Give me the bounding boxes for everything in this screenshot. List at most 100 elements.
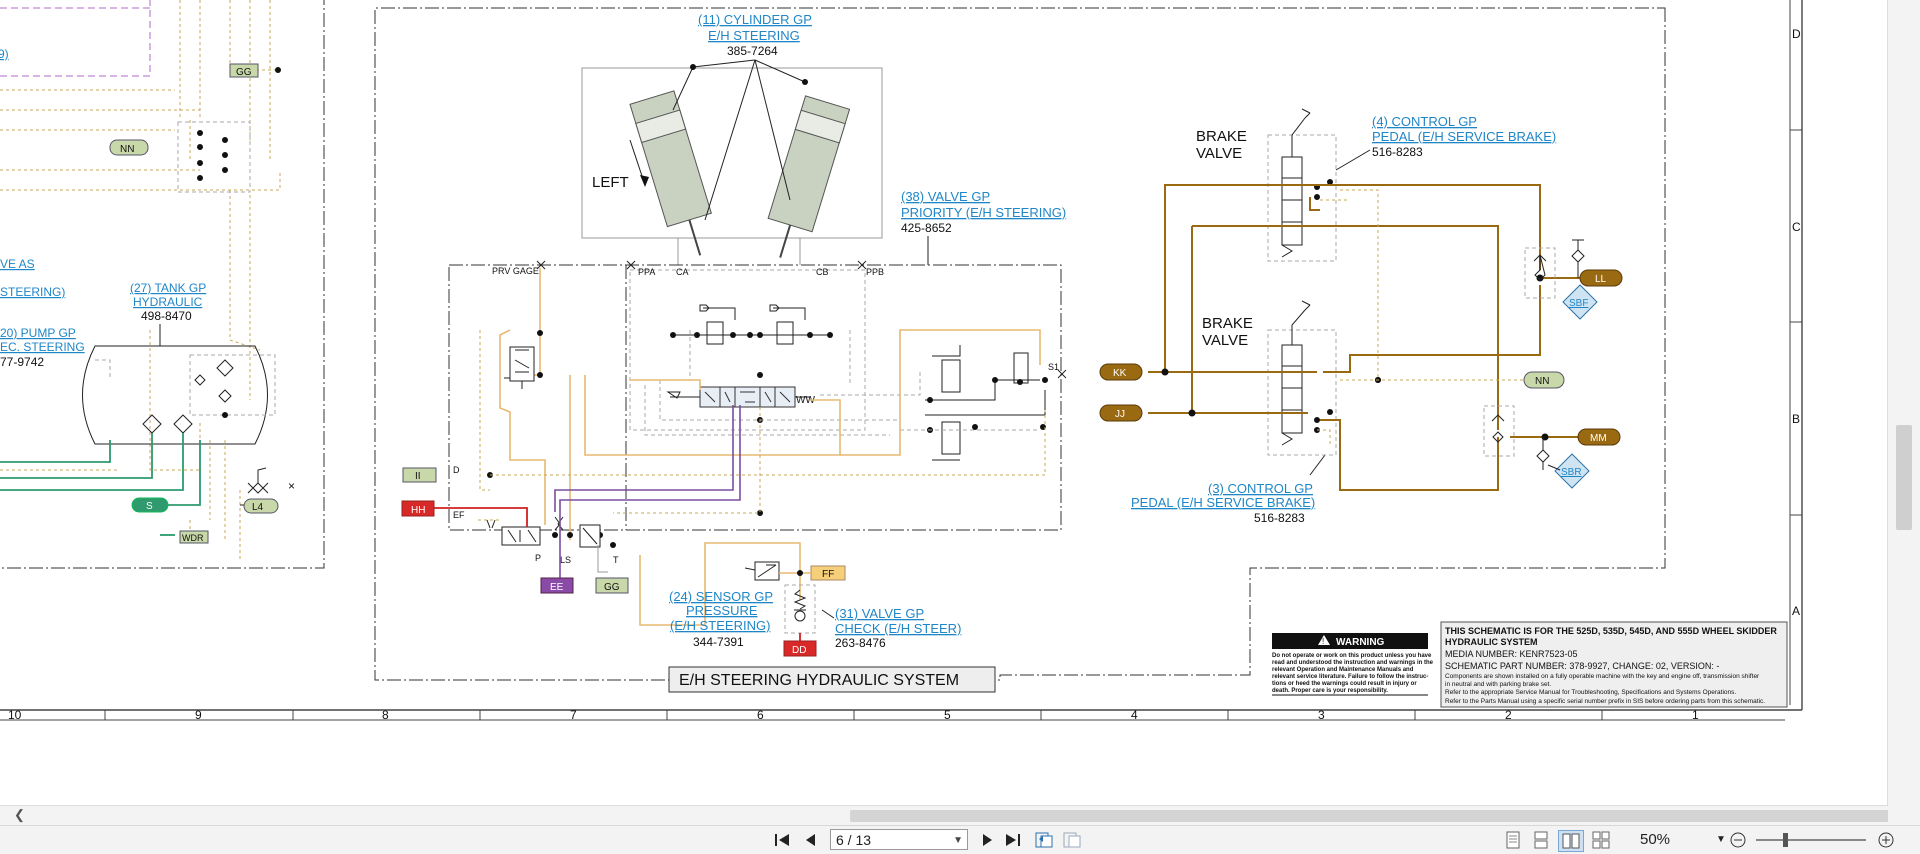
tag-ll <box>1579 269 1623 287</box>
svg-text:DD: DD <box>792 645 806 656</box>
two-page-view-icon[interactable] <box>1558 830 1584 852</box>
link-tank-gp[interactable]: (27) TANK GP <box>130 281 206 295</box>
tag-kk <box>1099 363 1143 381</box>
svg-text:FF: FF <box>822 569 834 580</box>
priority-valve-part-number: 425-8652 <box>901 221 952 235</box>
scroll-corner <box>1888 805 1920 825</box>
zoom-out-icon[interactable] <box>1728 830 1748 850</box>
link-cylinder-steering[interactable]: E/H STEERING <box>708 28 800 43</box>
border-row-a: A <box>1792 604 1800 618</box>
tag-nn-right <box>1523 371 1565 389</box>
ef-valve <box>501 526 541 546</box>
link-control-pedal-3[interactable]: PEDAL (E/H SERVICE BRAKE) <box>1131 495 1315 510</box>
link-priority-valve-gp[interactable]: (38) VALVE GP <box>901 189 990 204</box>
svg-text:Components are shown installed: Components are shown installed on a full… <box>1445 673 1760 680</box>
border-col-8: 8 <box>382 708 389 722</box>
link-control-gp-3[interactable]: (3) CONTROL GP <box>1208 481 1313 496</box>
tank-symbol <box>82 345 268 445</box>
svg-text:S: S <box>146 501 153 512</box>
first-page-icon[interactable] <box>772 830 792 850</box>
link-control-pedal-4[interactable]: PEDAL (E/H SERVICE BRAKE) <box>1372 129 1556 144</box>
prev-page-icon[interactable] <box>800 830 820 850</box>
cylinder-part-number: 385-7264 <box>727 44 778 58</box>
svg-text:PPB: PPB <box>866 267 884 277</box>
horizontal-scroll-thumb[interactable] <box>850 810 1890 822</box>
svg-text:relevant service literature. F: relevant service literature. Failure to … <box>1272 674 1428 680</box>
warning-header <box>1272 633 1428 649</box>
svg-text:read and understood the instru: read and understood the instruction and … <box>1272 660 1434 666</box>
svg-text:JJ: JJ <box>1115 409 1125 420</box>
page-nav-forward-icon[interactable] <box>1061 830 1083 850</box>
page-dropdown-icon[interactable]: ▼ <box>953 835 963 846</box>
scroll-left-icon[interactable]: ❮ <box>14 807 25 822</box>
svg-text:in neutral and with parking br: in neutral and with parking brake set. <box>1445 681 1551 688</box>
next-page-icon[interactable] <box>978 830 998 850</box>
tag-hh <box>401 500 435 517</box>
control-3-part-number: 516-8283 <box>1254 511 1305 525</box>
svg-text:T: T <box>613 555 619 565</box>
single-page-view-icon[interactable] <box>1502 830 1524 850</box>
svg-text:death. Proper care is your res: death. Proper care is your responsibilit… <box>1272 688 1388 694</box>
link-sensor-gp[interactable]: (24) SENSOR GP <box>669 589 773 604</box>
link-pump-steering[interactable]: EC. STEERING <box>0 340 85 354</box>
tag-sbf <box>1562 284 1598 320</box>
brake-valve-2-line1: BRAKE <box>1202 315 1253 332</box>
zoom-in-icon[interactable] <box>1876 830 1896 850</box>
tag-gg-top <box>229 63 259 78</box>
document-viewport[interactable]: .bd{stroke:#333;stroke-width:1;fill:none… <box>0 0 1888 805</box>
svg-text:SBR[interactable]: SBR <box>1561 467 1582 478</box>
tag-ee <box>540 577 574 594</box>
svg-text:PPA: PPA <box>638 267 655 277</box>
link-tank-hydraulic[interactable]: HYDRAULIC <box>133 295 203 309</box>
vertical-scrollbar[interactable] <box>1887 0 1920 805</box>
svg-text:KK: KK <box>1113 368 1127 379</box>
page-number-input[interactable]: 6 / 13 ▼ <box>830 829 968 850</box>
tag-sbr <box>1554 453 1590 489</box>
continuous-view-icon[interactable] <box>1530 830 1552 850</box>
horizontal-scrollbar[interactable]: ❮ <box>0 805 1890 826</box>
warning-title: WARNING <box>1336 637 1385 648</box>
zoom-level[interactable]: 50%▼ <box>1640 831 1726 848</box>
vertical-scroll-thumb[interactable] <box>1896 425 1912 530</box>
link-control-gp-4[interactable]: (4) CONTROL GP <box>1372 114 1477 129</box>
svg-text:WW: WW <box>796 395 815 406</box>
link-check-valve-gp[interactable]: (31) VALVE GP <box>835 606 924 621</box>
tag-wdr <box>179 530 209 544</box>
link-fragment-c[interactable]: STEERING) <box>0 285 65 299</box>
link-fragment-a[interactable]: 9) <box>0 47 9 61</box>
link-cylinder-gp[interactable]: (11) CYLINDER GP <box>698 12 812 27</box>
page-nav-back-icon[interactable] <box>1033 830 1055 850</box>
link-fragment-b[interactable]: VE AS <box>0 257 35 271</box>
link-sensor-steering[interactable]: (E/H STEERING) <box>670 618 770 633</box>
schematic-info-box <box>1440 621 1788 708</box>
last-page-icon[interactable] <box>1002 830 1024 850</box>
svg-text:tions or heed the warnings cou: tions or heed the warnings could result … <box>1272 681 1417 687</box>
svg-text:EE: EE <box>550 582 564 593</box>
link-check-valve-steer[interactable]: CHECK (E/H STEER) <box>835 621 961 636</box>
svg-text:II: II <box>415 471 421 482</box>
svg-text:HH: HH <box>411 505 425 516</box>
border-col-9: 9 <box>195 708 202 722</box>
check-valve-part-number: 263-8476 <box>835 636 886 650</box>
accumulator-valve-front <box>1524 247 1556 299</box>
zoom-slider-thumb[interactable] <box>1783 833 1788 847</box>
svg-text:D: D <box>453 465 460 475</box>
link-sensor-pressure[interactable]: PRESSURE <box>686 603 758 618</box>
svg-text:relevant Operation and Mainten: relevant Operation and Maintenance Manua… <box>1272 667 1414 673</box>
svg-text:PRV GAGE: PRV GAGE <box>492 266 539 276</box>
svg-text:SCHEMATIC PART NUMBER: 378-992: SCHEMATIC PART NUMBER: 378-9927, CHANGE:… <box>1445 661 1719 671</box>
zoom-slider[interactable] <box>1756 839 1866 841</box>
border-col-10: 10 <box>8 708 22 722</box>
svg-text:!: ! <box>1322 637 1324 646</box>
link-pump-gp[interactable]: 20) PUMP GP <box>0 326 76 340</box>
svg-text:SBF[interactable]: SBF <box>1569 298 1588 309</box>
link-priority-valve-steering[interactable]: PRIORITY (E/H STEERING) <box>901 205 1066 220</box>
right-steering-cylinder <box>767 95 851 258</box>
tag-nn-left <box>109 139 149 156</box>
brake-valve-1-line1: BRAKE <box>1196 128 1247 145</box>
bottom-toolbar: 6 / 13 ▼ 50%▼ <box>0 825 1920 854</box>
two-page-continuous-icon[interactable] <box>1590 830 1612 850</box>
svg-text:WDR: WDR <box>182 533 204 543</box>
border-col-6: 6 <box>757 708 764 722</box>
svg-text:THIS SCHEMATIC IS FOR THE 525D: THIS SCHEMATIC IS FOR THE 525D, 535D, 54… <box>1445 626 1777 636</box>
